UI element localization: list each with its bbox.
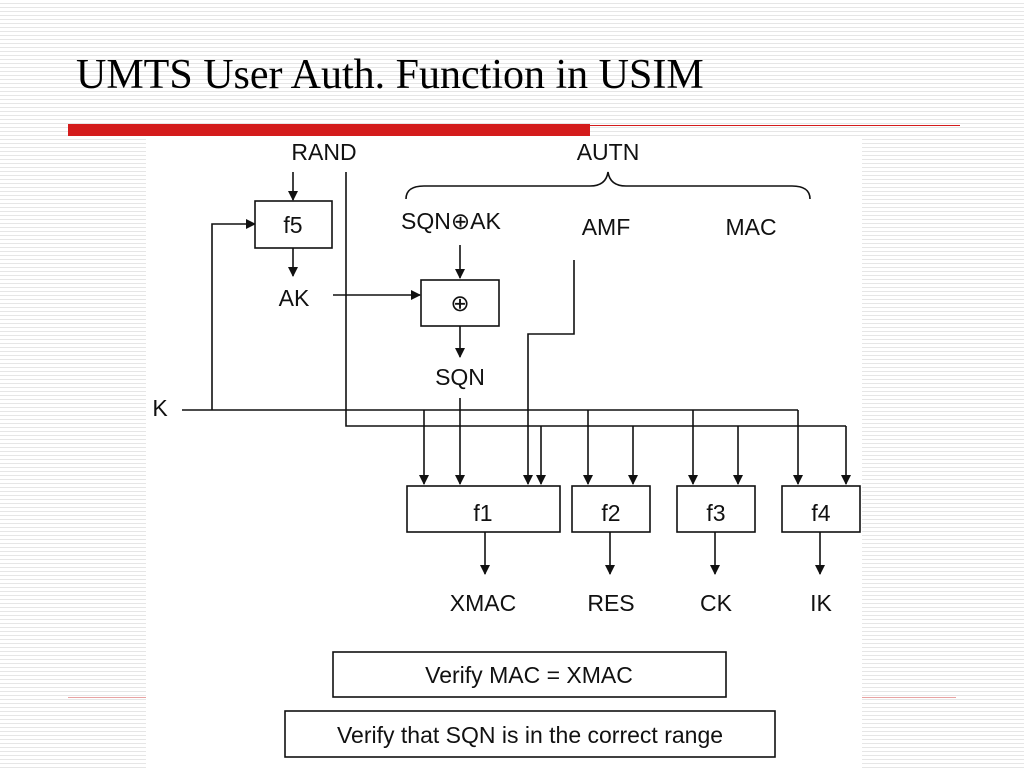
amf-label: AMF: [582, 214, 631, 240]
connector-lines: [182, 171, 851, 575]
k-to-f5-arrow: [211, 219, 256, 410]
autn-brace: [405, 171, 811, 200]
f3-label: f3: [706, 500, 725, 526]
title-accent-line: [590, 125, 960, 126]
f5-box: [254, 200, 333, 249]
ik-label: IK: [810, 590, 832, 616]
verify-mac-box: [332, 651, 727, 698]
usim-auth-diagram: RAND AUTN SQN⊕AK AMF MAC K f5 AK ⊕ SQN f…: [146, 138, 862, 768]
f3-box: [676, 485, 756, 533]
sqn-label: SQN: [435, 364, 485, 390]
footer-rule-right: [862, 697, 956, 698]
slide-title: UMTS User Auth. Function in USIM: [76, 52, 704, 98]
f4-box: [781, 485, 861, 533]
diagram-canvas: RAND AUTN SQN⊕AK AMF MAC K f5 AK ⊕ SQN f…: [152, 139, 861, 758]
rand-bus-line: [345, 172, 846, 427]
f1-label: f1: [473, 500, 492, 526]
verify-sqn-label: Verify that SQN is in the correct range: [337, 722, 723, 748]
ck-label: CK: [700, 590, 733, 616]
f4-label: f4: [811, 500, 830, 526]
f5-label: f5: [283, 212, 302, 238]
xor-box: [420, 279, 500, 327]
xor-symbol: ⊕: [451, 208, 470, 234]
f2-box: [571, 485, 651, 533]
title-accent-bar: [68, 124, 590, 136]
footer-rule-left: [68, 697, 146, 698]
mac-label: MAC: [725, 214, 776, 240]
function-boxes: [254, 200, 861, 758]
f1-box: [406, 485, 561, 533]
diagram-labels: RAND AUTN SQN⊕AK AMF MAC K f5 AK ⊕ SQN f…: [152, 139, 832, 748]
verify-mac-label: Verify MAC = XMAC: [425, 662, 633, 688]
rand-label: RAND: [291, 139, 356, 165]
xor-box-symbol: ⊕: [450, 290, 469, 316]
res-label: RES: [587, 590, 634, 616]
amf-to-f1-arrow: [523, 260, 575, 485]
autn-label: AUTN: [577, 139, 640, 165]
xmac-label: XMAC: [450, 590, 516, 616]
verify-sqn-box: [284, 710, 776, 758]
sqn-xor-ak-ak: AK: [470, 208, 501, 234]
ak-label: AK: [279, 285, 310, 311]
f2-label: f2: [601, 500, 620, 526]
k-label: K: [152, 395, 168, 421]
sqn-xor-ak-sqn: SQN: [401, 208, 451, 234]
sqn-xor-ak-label: SQN⊕AK: [401, 208, 501, 234]
